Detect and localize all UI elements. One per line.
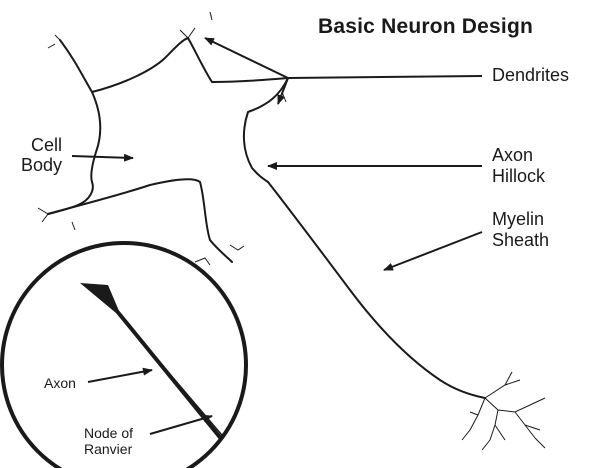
label-axon-hillock-line1: Axon [492, 146, 533, 164]
label-myelin-sheath-line1: Myelin [492, 210, 544, 228]
label-dendrites: Dendrites [492, 66, 569, 84]
label-node-line2: Ranvier [84, 442, 132, 456]
label-axon: Axon [44, 376, 76, 390]
dendrite-fragments [38, 12, 286, 265]
label-axon-hillock-line2: Hillock [492, 167, 545, 185]
label-myelin-sheath-line2: Sheath [492, 231, 549, 249]
label-cell-body-line1: Cell [6, 136, 62, 154]
label-node-line1: Node of [84, 426, 133, 440]
label-cell-body-line2: Body [6, 156, 62, 174]
axon-terminals [462, 372, 545, 450]
diagram-title: Basic Neuron Design [318, 16, 533, 37]
